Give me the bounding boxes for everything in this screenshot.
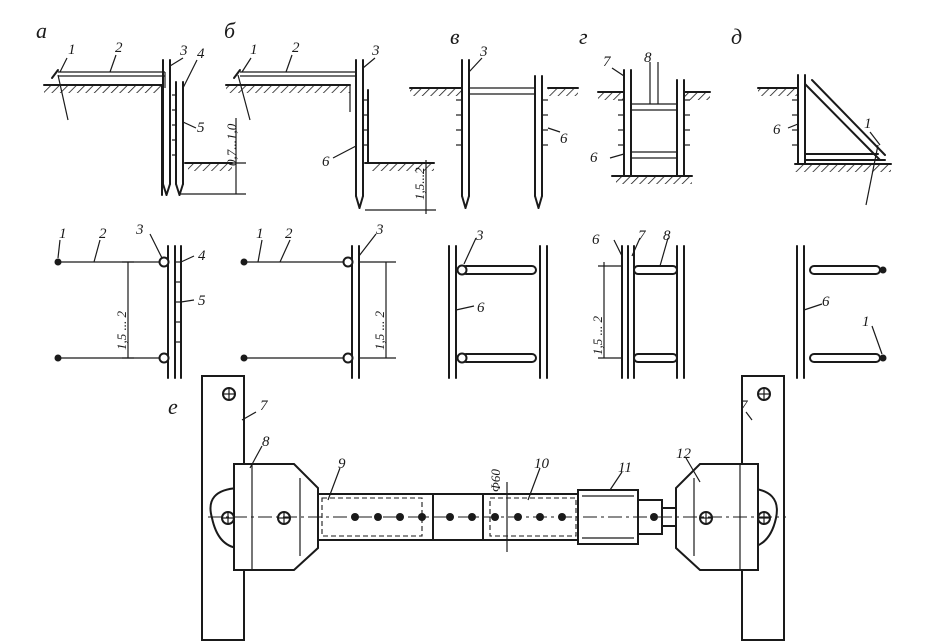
panel-g-plan [598, 237, 685, 379]
callout-d-plan-6: 6 [822, 294, 830, 310]
callout-e-10: 10 [534, 456, 550, 472]
callout-a-plan-3: 3 [135, 222, 144, 238]
callout-a-2: 2 [115, 40, 123, 56]
panel-v-plan [448, 237, 548, 379]
callout-a-plan-4: 4 [198, 248, 206, 264]
panel-g-section [597, 62, 711, 184]
callout-b-plan-1: 1 [256, 226, 264, 242]
callout-a-plan-5: 5 [198, 293, 206, 309]
callout-b-6: 6 [322, 154, 330, 170]
panel-label-d: д [731, 24, 742, 49]
callout-d-6: 6 [773, 122, 781, 138]
dim-g-plan-spacing: 1,5 ... 2 [590, 316, 605, 356]
callout-a-4: 4 [197, 46, 205, 62]
callout-e-7-right: 7 [740, 398, 749, 414]
callout-a-3: 3 [179, 43, 188, 59]
panel-a-section [43, 54, 246, 196]
dim-b-plan-spacing: 1,5 ... 2 [372, 311, 387, 351]
callout-d-plan-1: 1 [862, 314, 870, 330]
dim-b-depth: 1,5...2 [412, 167, 427, 200]
callout-g-plan-8: 8 [663, 228, 671, 244]
panel-label-a: а [36, 18, 47, 43]
dim-a-depth: 0,7...1,0 [224, 123, 239, 166]
callout-g-plan-6: 6 [592, 232, 600, 248]
panel-label-e: е [168, 394, 178, 419]
panel-d-section [757, 74, 892, 206]
callout-a-plan-2: 2 [99, 226, 107, 242]
panel-label-v: в [450, 24, 460, 49]
dim-a-plan-spacing: 1,5 ... 2 [114, 311, 129, 351]
callout-b-1: 1 [250, 42, 258, 58]
callout-e-7-left: 7 [260, 398, 269, 414]
panel-b-section [225, 54, 436, 214]
callout-a-5: 5 [197, 120, 205, 136]
panel-label-b: б [224, 18, 236, 43]
callout-e-9: 9 [338, 456, 346, 472]
panel-d-plan [796, 245, 887, 379]
callout-b-2: 2 [292, 40, 300, 56]
callout-v-3: 3 [479, 44, 488, 60]
callout-b-plan-3: 3 [375, 222, 384, 238]
callout-b-3: 3 [371, 43, 380, 59]
callout-e-12: 12 [676, 446, 692, 462]
callout-b-plan-2: 2 [285, 226, 293, 242]
callout-a-plan-1: 1 [59, 226, 67, 242]
callout-g-7: 7 [603, 54, 612, 70]
callout-e-11: 11 [618, 460, 632, 476]
panel-v-section [409, 57, 579, 209]
callout-g-8: 8 [644, 50, 652, 66]
callout-v-plan-6: 6 [477, 300, 485, 316]
panel-label-g: г [579, 24, 588, 49]
callout-e-8: 8 [262, 434, 270, 450]
panel-b-plan [240, 233, 396, 379]
panel-e-strut-detail [201, 375, 786, 641]
callout-g-plan-7: 7 [638, 228, 647, 244]
panel-a-plan [54, 233, 195, 379]
callout-g-6: 6 [590, 150, 598, 166]
callout-a-1: 1 [68, 42, 76, 58]
callout-v-plan-3: 3 [475, 228, 484, 244]
dim-e-diameter: Φ60 [488, 469, 503, 492]
callout-v-6: 6 [560, 131, 568, 147]
callout-d-1: 1 [864, 116, 872, 132]
